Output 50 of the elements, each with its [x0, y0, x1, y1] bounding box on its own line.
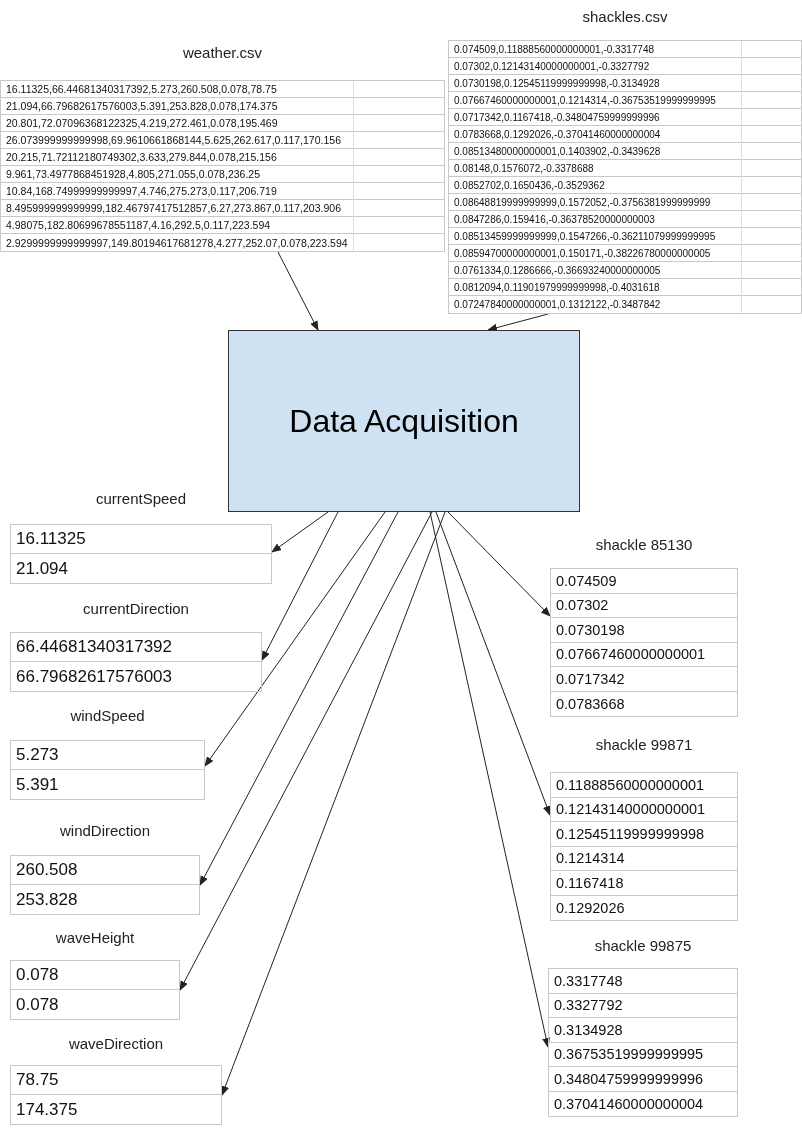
arrow [199, 511, 399, 886]
table-cell-value: 0.07667460000000001,0.1214314,-0.36753519999999995 [454, 94, 716, 106]
table-heading: shackle 85130 [595, 536, 693, 553]
arrow [271, 511, 329, 553]
table-heading: windSpeed [70, 707, 145, 724]
table-heading: currentDirection [83, 600, 189, 617]
table-heading: currentSpeed [95, 490, 187, 507]
arrow [487, 313, 549, 332]
table-cell-value: 0.0730198,0.12545119999999998,-0.3134928 [454, 77, 660, 89]
table-cell-value: 0.074509,0.11888560000000001,-0.3317748 [454, 43, 654, 55]
table-cell-value: 0.0847286,0.159416,-0.36378520000000003 [454, 213, 655, 225]
table-cell-value: 2.9299999999999997,149.80194617681278,4.277,252.07,0.078,223.594 [6, 236, 348, 249]
arrow [447, 511, 551, 617]
table-cell-value: 0.08594700000000001,0.150171,-0.38226780000000005 [454, 247, 711, 259]
table-heading: waveDirection [68, 1035, 164, 1052]
arrow [429, 511, 550, 1048]
table-cell-value: 0.08513459999999999,0.1547266,-0.36211079999999995 [454, 230, 716, 242]
table-cell-value: 10.84,168.74999999999997,4.746,275.273,0.117,206.719 [6, 185, 277, 197]
arrow [435, 511, 551, 816]
table-cell-value: 0.07302,0.12143140000000001,-0.3327792 [454, 60, 650, 72]
table-heading: shackle 99871 [595, 736, 693, 753]
process-box [228, 330, 580, 512]
table-heading: shackles.csv [582, 8, 668, 25]
table-cell-value: 0.0852702,0.1650436,-0.3529362 [454, 179, 605, 191]
table-cell-value: 21.094,66.79682617576003,5.391,253.828,0.078,174.375 [6, 100, 278, 112]
table-cell-value: 0.08648819999999999,0.1572052,-0.3756381999999999 [454, 196, 711, 208]
table-heading: weather.csv [182, 44, 263, 61]
process-label: Data Acquisition [289, 402, 519, 440]
table-cell-value: 20.801,72.07096368122325,4.219,272.461,0.078,195.469 [6, 117, 278, 129]
table-cell-value: 8.495999999999999,182.46797417512857,6.27,273.867,0.117,203.906 [6, 202, 341, 214]
arrow [204, 511, 386, 767]
table-cell-value: 4.98075,182.80699678551187,4.16,292.5,0.117,223.594 [6, 219, 271, 231]
table-heading: windDirection [59, 822, 150, 839]
table-heading: shackle 99875 [594, 937, 692, 954]
table-cell-value: 0.08513480000000001,0.1403902,-0.3439628 [454, 145, 661, 157]
arrow [277, 251, 319, 331]
table-cell-value: 9.961,73.4977868451928,4.805,271.055,0.078,236.25 [6, 168, 260, 180]
table-cell-value: 0.0761334,0.1286666,-0.36693240000000005 [454, 264, 661, 276]
table-cell-value: 16.11325,66.44681340317392,5.273,260.508,0.078,78.75 [6, 83, 277, 95]
table-cell-value: 26.073999999999998,69.9610661868144,5.625,262.617,0.117,170.156 [6, 134, 341, 146]
table-cell-value: 0.0812094,0.11901979999999998,-0.4031618 [454, 281, 660, 293]
arrow [179, 511, 433, 991]
table-cell-value: 0.07247840000000001,0.1312122,-0.3487842 [454, 299, 661, 310]
table-cell-value: 20.215,71.72112180749302,3.633,279.844,0.078,215.156 [6, 151, 277, 163]
table-heading: waveHeight [55, 929, 135, 946]
arrow [261, 511, 339, 661]
table-cell-value: 0.0717342,0.1167418,-0.34804759999999996 [454, 111, 660, 123]
arrow [221, 511, 446, 1096]
table-cell-value: 0.08148,0.1576072,-0.3378688 [454, 162, 594, 174]
table-cell-value: 0.0783668,0.1292026,-0.37041460000000004 [454, 128, 661, 140]
